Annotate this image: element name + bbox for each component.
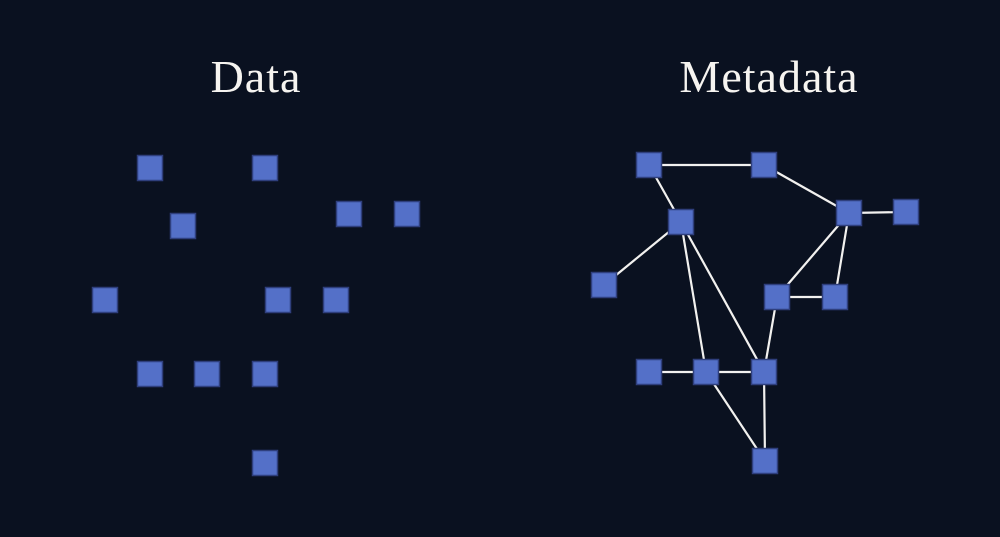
data-panel-title: Data [210, 51, 302, 102]
metadata-node-square [635, 151, 663, 179]
metadata-node-square [821, 283, 849, 311]
metadata-edge-line [679, 220, 708, 374]
data-point-square [335, 200, 363, 228]
metadata-node-square [835, 199, 863, 227]
data-point-square [251, 360, 279, 388]
data-point-square [136, 360, 164, 388]
metadata-node-square [692, 358, 720, 386]
metadata-edge-line [762, 370, 767, 463]
metadata-edge-line [833, 211, 851, 299]
metadata-node-square [635, 358, 663, 386]
data-point-square [193, 360, 221, 388]
metadata-node-square [750, 151, 778, 179]
data-point-square [136, 154, 164, 182]
metadata-edge-line [762, 163, 851, 215]
metadata-node-square [892, 198, 920, 226]
metadata-panel-title: Metadata [679, 51, 859, 102]
data-point-square [251, 154, 279, 182]
metadata-edge-line [679, 220, 766, 374]
data-point-square [91, 286, 119, 314]
data-point-square [322, 286, 350, 314]
metadata-node-square [750, 358, 778, 386]
data-point-square [251, 449, 279, 477]
metadata-node-square [751, 447, 779, 475]
metadata-node-square [667, 208, 695, 236]
metadata-edge-line [775, 211, 851, 299]
metadata-node-square [590, 271, 618, 299]
metadata-edge-line [704, 370, 767, 463]
metadata-node-square [763, 283, 791, 311]
data-point-square [264, 286, 292, 314]
data-point-square [169, 212, 197, 240]
data-point-square [393, 200, 421, 228]
